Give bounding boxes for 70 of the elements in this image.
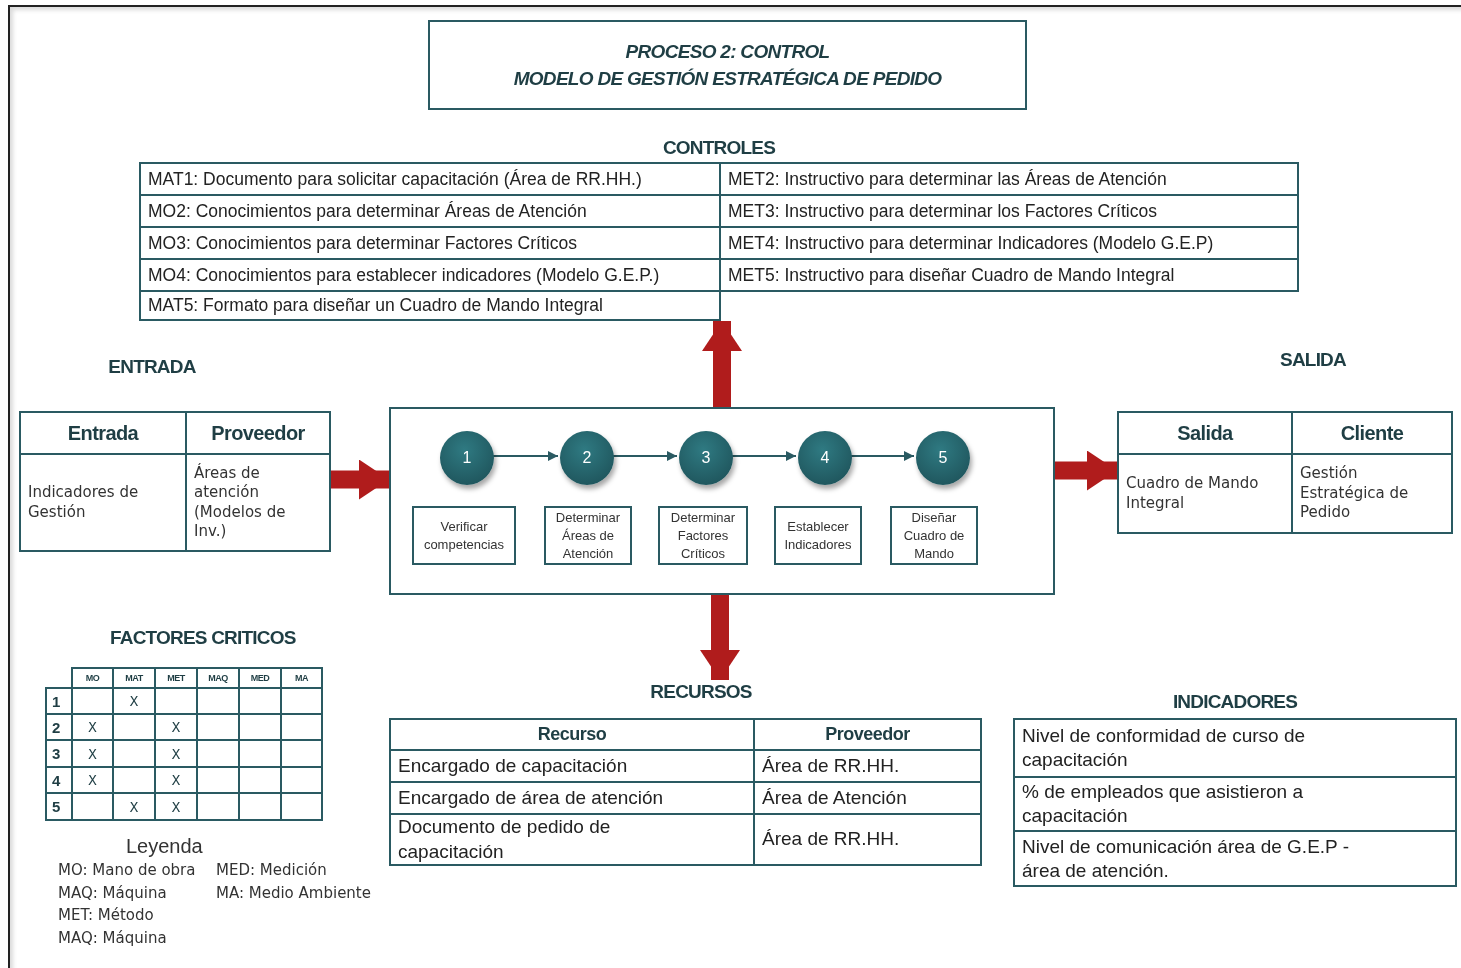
title-text: MODELO DE GESTIÓN ESTRATÉGICA DE PEDIDO [513,67,942,91]
block-arrow [700,595,740,680]
block-arrow [702,321,742,407]
step-box: Determinar Áreas de Atención [544,506,632,565]
table-cell: % de empleados que asistieron a capacitación [1013,776,1457,832]
step-box: Establecer Indicadores [774,506,862,565]
row-number: 4 [51,770,62,791]
step-circle: 3 [679,431,733,485]
process-box [389,407,1055,595]
column-header: Proveedor [185,411,331,455]
legend-item: MA: Medio Ambiente [216,884,371,902]
table-cell: Gestión Estratégica de Pedido [1291,453,1453,534]
step-box: Determinar Factores Críticos [658,506,748,565]
block-arrow [331,459,389,500]
column-header: Salida [1117,411,1293,455]
row-number: 1 [51,691,62,712]
check-mark: X [87,718,98,737]
title-box [428,20,1027,110]
check-mark: X [87,771,98,790]
column-header: MET [166,672,187,685]
column-header: Proveedor [753,718,982,751]
table-cell: Área de RR.HH. [753,813,982,866]
table-heading: SALIDA [1279,348,1347,372]
table-heading: INDICADORES [1171,690,1299,714]
table-cell: MET2: Instructivo para determinar las Áreas de Atención [719,162,1299,196]
table-cell: Nivel de comunicación área de G.E.P - área de atención. [1013,830,1457,887]
legend-item: MAQ: Máquina [58,884,167,902]
heading: FACTORES CRITICOS [110,627,296,649]
column-header: MAT [124,672,145,685]
legend-item: MED: Medición [216,861,327,879]
check-mark: X [170,771,182,790]
column-header: Cliente [1291,411,1453,455]
table-cell: Nivel de conformidad de curso de capacitación [1013,718,1457,778]
table-cell: Áreas de atención (Modelos de Inv.) [185,453,331,552]
table-cell: MET5: Instructivo para diseñar Cuadro de Mando Integral [719,258,1299,292]
table-heading: RECURSOS [649,680,753,704]
table-cell: Documento de pedido de capacitación [389,813,755,866]
check-mark: X [87,744,98,764]
step-circle: 1 [440,431,494,485]
legend-item: MAQ: Máquina [58,929,167,947]
check-mark: X [170,718,182,737]
row-number: 3 [51,744,62,764]
table-cell: Indicadores de Gestión [19,453,187,552]
table-heading: CONTROLES [661,136,777,160]
step-box: Diseñar Cuadro de Mando [890,506,978,565]
column-header: MED [249,672,271,685]
step-box: Verificar competencias [412,506,516,565]
table-cell: Cuadro de Mando Integral [1117,453,1293,534]
legend-title: Leyenda [126,835,203,858]
block-arrow [1055,450,1117,491]
check-mark: X [128,692,140,711]
legend-item: MO: Mano de obra [58,861,196,879]
column-header: MAQ [207,672,229,685]
step-circle: 5 [916,431,970,485]
table-heading: ENTRADA [107,355,197,379]
table-cell: MAT5: Formato para diseñar un Cuadro de Mando Integral [139,290,721,321]
row-number: 2 [51,717,62,738]
column-header: Entrada [19,411,187,455]
check-mark: X [170,744,182,764]
legend-item: MET: Método [58,906,154,924]
step-circle: 4 [798,431,852,485]
table-cell: MAT1: Documento para solicitar capacitación (Área de RR.HH.) [139,162,721,196]
column-header: MA [294,672,309,685]
column-header: Recurso [389,718,755,751]
check-mark: X [128,797,140,817]
row-number: 5 [51,797,62,817]
title-text: PROCESO 2: CONTROL [625,40,830,64]
step-circle: 2 [560,431,614,485]
column-header: MO [84,672,101,685]
check-mark: X [170,797,182,817]
